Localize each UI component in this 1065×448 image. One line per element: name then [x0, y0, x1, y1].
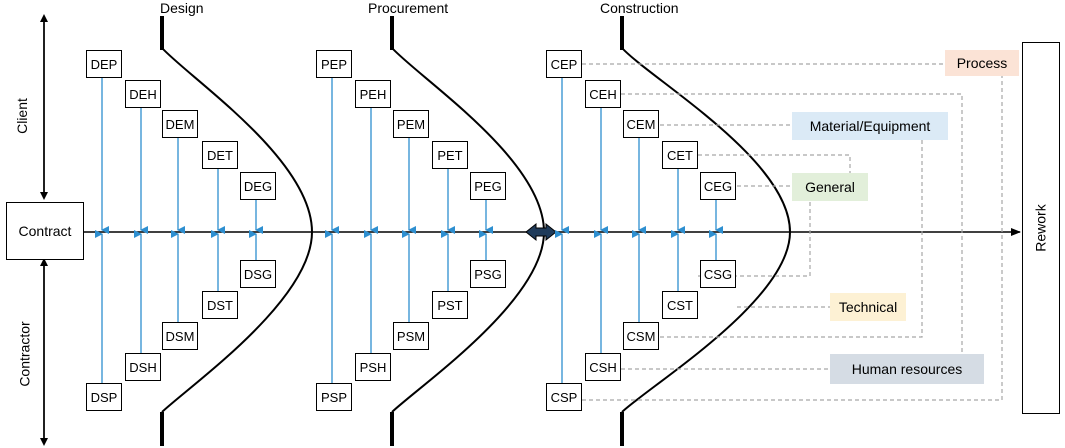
category-general: General	[792, 173, 868, 201]
procurement-box-psh: PSH	[355, 353, 391, 381]
design-box-dsm: DSM	[162, 322, 198, 350]
contractor-label: Contractor	[16, 321, 33, 387]
rework-label: Rework	[1033, 204, 1049, 252]
client-label: Client	[13, 98, 30, 134]
construction-box-cet: CET	[662, 141, 698, 169]
procurement-box-peg: PEG	[470, 172, 506, 200]
design-box-det: DET	[202, 141, 238, 169]
phase-title-design: Design	[160, 0, 204, 16]
procurement-box-psp: PSP	[316, 383, 352, 411]
design-box-deh: DEH	[125, 80, 161, 108]
construction-box-csh: CSH	[585, 353, 621, 381]
contract-box: Contract	[6, 202, 84, 260]
design-box-dem: DEM	[162, 110, 198, 138]
design-box-dst: DST	[202, 291, 238, 319]
construction-box-cep: CEP	[546, 50, 582, 78]
procurement-box-pep: PEP	[316, 50, 352, 78]
category-process: Process	[945, 50, 1019, 76]
category-technical: Technical	[830, 293, 906, 321]
procurement-box-pet: PET	[432, 141, 468, 169]
construction-box-ceh: CEH	[585, 80, 621, 108]
procurement-box-psg: PSG	[470, 260, 506, 288]
design-box-dep: DEP	[86, 50, 122, 78]
procurement-box-pst: PST	[432, 291, 468, 319]
construction-box-csm: CSM	[623, 322, 659, 350]
rework-box: Rework	[1022, 42, 1060, 414]
category-connector-2	[621, 93, 963, 354]
construction-box-cem: CEM	[623, 110, 659, 138]
construction-box-csg: CSG	[700, 260, 736, 288]
phase-title-construction: Construction	[600, 0, 679, 16]
category-connector-6	[698, 154, 851, 173]
procurement-box-psm: PSM	[393, 322, 429, 350]
design-box-deg: DEG	[240, 172, 276, 200]
category-material-equipment: Material/Equipment	[792, 112, 948, 140]
design-box-dsh: DSH	[125, 353, 161, 381]
design-fish-head-curve	[161, 47, 314, 413]
construction-box-ceg: CEG	[700, 172, 736, 200]
procurement-box-pem: PEM	[393, 110, 429, 138]
phase-title-procurement: Procurement	[368, 0, 449, 16]
category-connector-1	[582, 76, 1003, 401]
construction-box-cst: CST	[662, 291, 698, 319]
design-box-dsg: DSG	[240, 260, 276, 288]
construction-box-csp: CSP	[546, 383, 582, 411]
construction-fish-head-curve	[621, 47, 792, 413]
category-connector-5	[660, 140, 923, 338]
category-human-resources: Human resources	[830, 354, 984, 384]
procurement-box-peh: PEH	[355, 80, 391, 108]
design-box-dsp: DSP	[86, 383, 122, 411]
